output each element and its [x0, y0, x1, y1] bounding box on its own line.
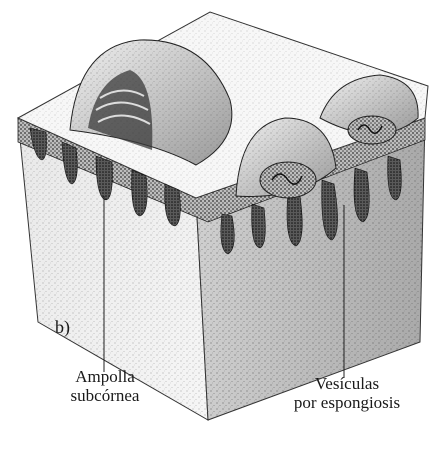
label-ampolla-subcornea: Ampolla subcórnea: [45, 367, 165, 405]
panel-letter: b): [55, 318, 70, 337]
label-vesiculas-line1: Vesículas: [262, 374, 432, 393]
label-vesiculas-line2: por espongiosis: [262, 393, 432, 412]
label-ampolla-line1: Ampolla: [45, 367, 165, 386]
label-vesiculas-espongiosis: Vesículas por espongiosis: [262, 374, 432, 412]
label-ampolla-line2: subcórnea: [45, 386, 165, 405]
